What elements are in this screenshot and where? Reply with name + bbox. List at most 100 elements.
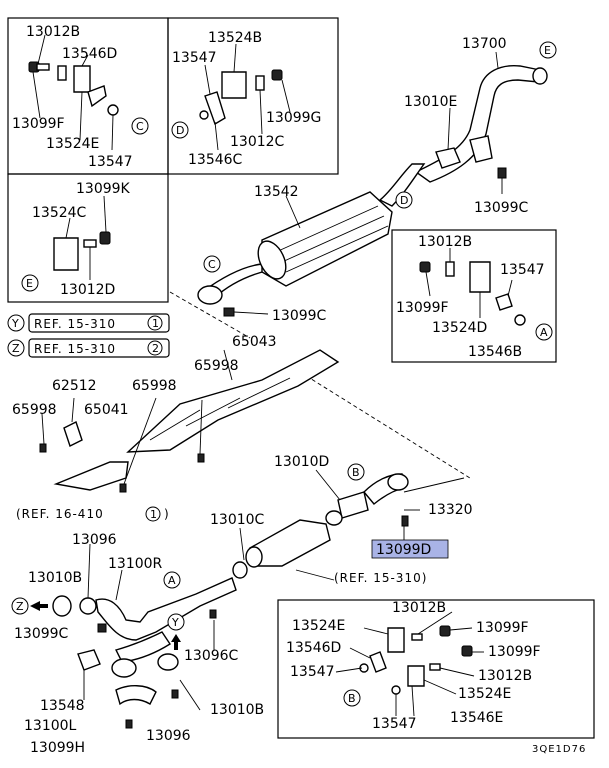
svg-text:C: C (136, 120, 144, 133)
label-62512: 62512 (52, 378, 97, 394)
inset-box-center-hanger (167, 17, 339, 175)
highlight-13099D: 13099D (371, 539, 449, 559)
callout-c-muffler: C (203, 255, 221, 273)
label-13524E-c: 13524E (458, 686, 511, 702)
label-13096-b: 13096 (146, 728, 191, 744)
inset4-parts (419, 248, 526, 326)
svg-text:B: B (348, 692, 356, 705)
label-13010B-b: 13010B (210, 702, 264, 718)
ref-16-410: (REF. 16-410 1 ) (16, 506, 170, 522)
callout-b-13320: B (347, 463, 365, 481)
label-13012B-a: 13012B (26, 24, 80, 40)
label-13012D: 13012D (60, 282, 115, 298)
svg-text:E: E (544, 44, 551, 57)
label-13012B-d: 13012B (478, 668, 532, 684)
label-13099K: 13099K (76, 181, 131, 197)
label-13320: 13320 (428, 502, 473, 518)
svg-text:2: 2 (152, 342, 159, 355)
label-13548: 13548 (40, 698, 85, 714)
ref-15-310: (REF. 15-310) (334, 571, 427, 585)
svg-text:Y: Y (11, 317, 19, 330)
label-13099C-b: 13099C (272, 308, 327, 324)
callout-a-inset4: A (535, 323, 553, 341)
label-13546B: 13546B (468, 344, 522, 360)
label-13546E: 13546E (450, 710, 503, 726)
label-13100L: 13100L (24, 718, 77, 734)
svg-text:1: 1 (152, 317, 159, 330)
label-65998-c: 65998 (12, 402, 57, 418)
main-muffler (197, 163, 426, 317)
callout-d-muffler: D (395, 191, 413, 209)
label-13547-c: 13547 (500, 262, 545, 278)
label-65041: 65041 (84, 402, 129, 418)
label-13546D-a: 13546D (62, 46, 117, 62)
inset3-parts (53, 195, 111, 280)
label-13524E-a: 13524E (46, 136, 99, 152)
label-13099G: 13099G (266, 110, 321, 126)
inset-box-muffler-hanger (391, 229, 557, 363)
tail-pipe (414, 51, 548, 194)
svg-text:A: A (540, 326, 548, 339)
inset-box-rear-bracket (7, 173, 169, 303)
svg-text:D: D (400, 194, 408, 207)
label-13010D: 13010D (274, 454, 329, 470)
callout-e-inset3: E (21, 274, 39, 292)
catalytic-converter (232, 519, 335, 581)
svg-text:(REF. 16-410: (REF. 16-410 (16, 507, 104, 521)
label-13010B-a: 13010B (28, 570, 82, 586)
label-13012B-b: 13012B (418, 234, 472, 250)
label-13099H: 13099H (30, 740, 85, 756)
label-13547-e: 13547 (372, 716, 417, 732)
svg-text:Z: Z (16, 600, 24, 613)
label-13099F-b: 13099F (396, 300, 449, 316)
svg-text:E: E (26, 277, 33, 290)
label-13546D-b: 13546D (286, 640, 341, 656)
label-13010E: 13010E (404, 94, 457, 110)
ref-z: Z REF. 15-310 2 (7, 338, 170, 358)
front-pipe-13320 (315, 469, 465, 542)
label-13542: 13542 (254, 184, 299, 200)
label-65998-a: 65998 (194, 358, 239, 374)
label-13096-a: 13096 (72, 532, 117, 548)
callout-b-inset5: B (343, 689, 361, 707)
label-13547-a: 13547 (88, 154, 133, 170)
callout-e-tail: E (539, 41, 557, 59)
inset2-parts (199, 43, 291, 151)
label-13099F-a: 13099F (12, 116, 65, 132)
front-exhaust-pipes (52, 543, 237, 729)
diagram-code: 3QE1D76 (532, 744, 586, 755)
label-13547-b: 13547 (172, 50, 217, 66)
ref-y: Y REF. 15-310 1 (7, 313, 170, 333)
label-13099D: 13099D (376, 542, 431, 558)
label-13096C: 13096C (184, 648, 239, 664)
callout-a-pipe: A (163, 571, 181, 589)
label-13012C: 13012C (230, 134, 285, 150)
svg-text:1: 1 (150, 508, 157, 521)
svg-text:D: D (176, 124, 184, 137)
svg-text:REF. 15-310: REF. 15-310 (34, 317, 116, 331)
svg-text:REF. 15-310: REF. 15-310 (34, 342, 116, 356)
svg-text:): ) (164, 507, 170, 521)
heat-shields (39, 349, 340, 493)
label-13547-d: 13547 (290, 664, 335, 680)
label-13099C-c: 13099C (14, 626, 69, 642)
label-65043: 65043 (232, 334, 277, 350)
callout-d-inset2: D (171, 121, 189, 139)
callout-y-pipe: Y (167, 613, 185, 650)
label-13099F-c: 13099F (476, 620, 529, 636)
label-13099F-d: 13099F (488, 644, 541, 660)
svg-text:Y: Y (171, 616, 179, 629)
label-13524E-b: 13524E (292, 618, 345, 634)
svg-text:C: C (208, 258, 216, 271)
label-13524C: 13524C (32, 205, 87, 221)
callout-z-arrow: Z (11, 597, 48, 615)
inset1-parts (28, 34, 119, 151)
svg-text:B: B (352, 466, 360, 479)
callout-c-inset1: C (131, 117, 149, 135)
label-13524D: 13524D (432, 320, 487, 336)
label-13700: 13700 (462, 36, 507, 52)
label-13099C-a: 13099C (474, 200, 529, 216)
inset-box-front-pipe-hanger (277, 599, 595, 739)
label-13012B-c: 13012B (392, 600, 446, 616)
